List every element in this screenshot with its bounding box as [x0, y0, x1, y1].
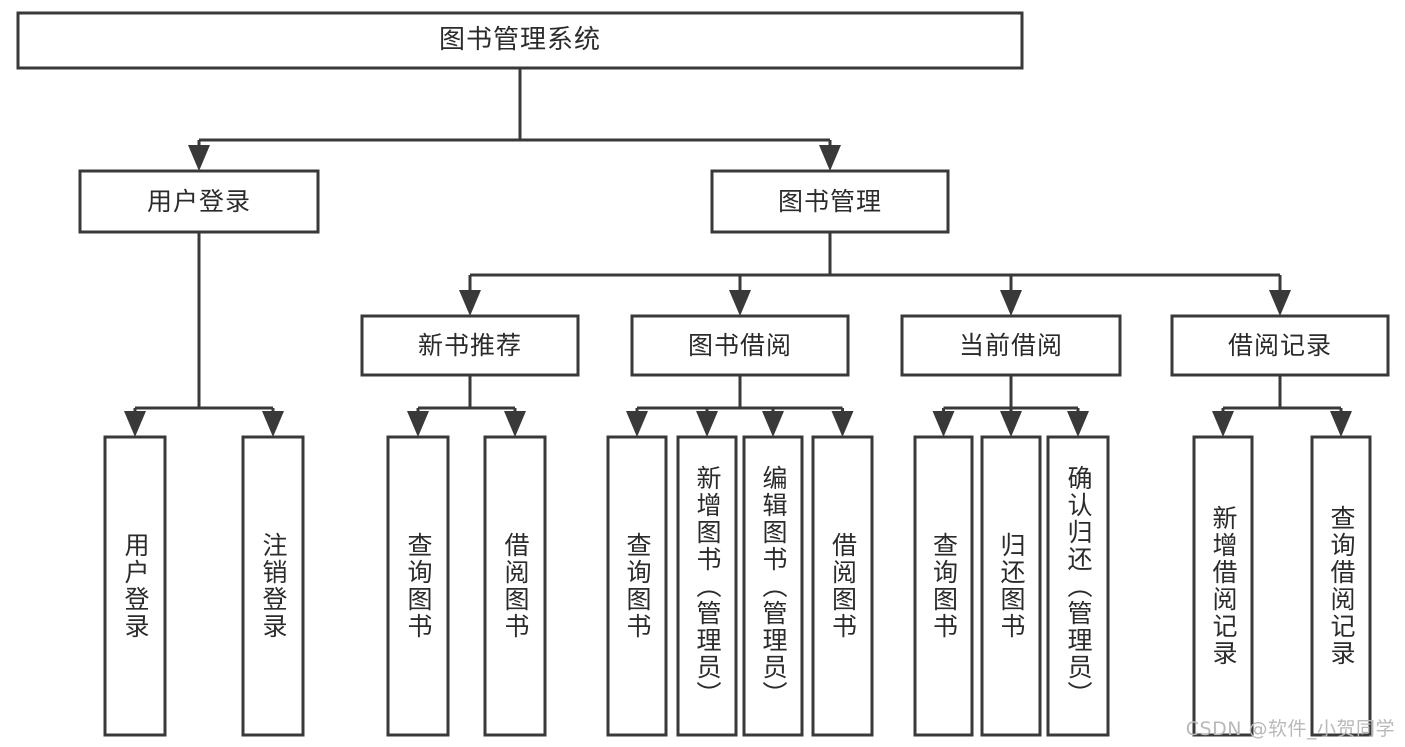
- arrow-head-icon-leaf-add-book-admin: [696, 411, 718, 437]
- node-box-leaf-query-book-current: [913, 435, 974, 737]
- node-box-leaf-confirm-return-admin: [1046, 435, 1110, 737]
- connector-group: [124, 68, 1352, 437]
- arrow-head-icon-leaf-return-book: [1000, 411, 1022, 437]
- node-box-leaf-query-book-recommend: [386, 435, 450, 737]
- node-box-leaf-borrow-book: [811, 435, 874, 737]
- arrow-head-icon-new-book-recommend: [459, 290, 481, 316]
- arrow-head-icon-current-borrow: [1000, 290, 1022, 316]
- arrow-head-icon-leaf-query-book-borrow: [626, 411, 648, 437]
- node-box-root: [16, 11, 1024, 70]
- node-box-leaf-return-book: [980, 435, 1042, 737]
- arrow-head-icon-leaf-add-borrow-record: [1212, 411, 1234, 437]
- node-box-book-manage: [710, 169, 950, 234]
- arrow-head-icon-leaf-borrow-book-recommend: [504, 411, 526, 437]
- node-box-leaf-user-login: [103, 435, 167, 737]
- node-box-leaf-edit-book-admin: [742, 435, 804, 737]
- arrow-head-icon-leaf-borrow-book: [831, 411, 854, 437]
- node-box-leaf-logout: [241, 435, 305, 737]
- node-box-new-book-recommend: [360, 314, 580, 377]
- node-box-group: [16, 11, 1390, 737]
- node-box-leaf-query-borrow-record: [1310, 435, 1372, 737]
- node-box-user-login: [78, 169, 320, 234]
- arrow-head-icon-leaf-query-book-recommend: [407, 411, 429, 437]
- node-box-current-borrow: [900, 314, 1122, 377]
- arrow-head-icon-book-manage: [819, 145, 841, 171]
- node-box-leaf-add-borrow-record: [1192, 435, 1254, 737]
- arrow-head-icon-leaf-user-login: [124, 411, 146, 437]
- arrow-head-icon-leaf-confirm-return-admin: [1067, 411, 1089, 437]
- arrow-head-icon-user-login: [188, 145, 210, 171]
- node-box-leaf-query-book-borrow: [606, 435, 668, 737]
- node-box-leaf-add-book-admin: [676, 435, 738, 737]
- node-box-leaf-borrow-book-recommend: [483, 435, 547, 737]
- csdn-watermark: CSDN @软件_小贺同学: [1185, 718, 1395, 740]
- arrow-head-icon-borrow-record: [1269, 290, 1291, 316]
- node-box-book-borrow: [630, 314, 850, 377]
- arrow-head-icon-leaf-query-book-current: [932, 411, 955, 437]
- arrow-head-icon-book-borrow: [729, 290, 751, 316]
- arrow-head-icon-leaf-edit-book-admin: [762, 411, 784, 437]
- arrow-head-icon-leaf-query-borrow-record: [1330, 411, 1352, 437]
- arrow-head-icon-leaf-logout: [262, 411, 284, 437]
- node-box-borrow-record: [1170, 314, 1390, 377]
